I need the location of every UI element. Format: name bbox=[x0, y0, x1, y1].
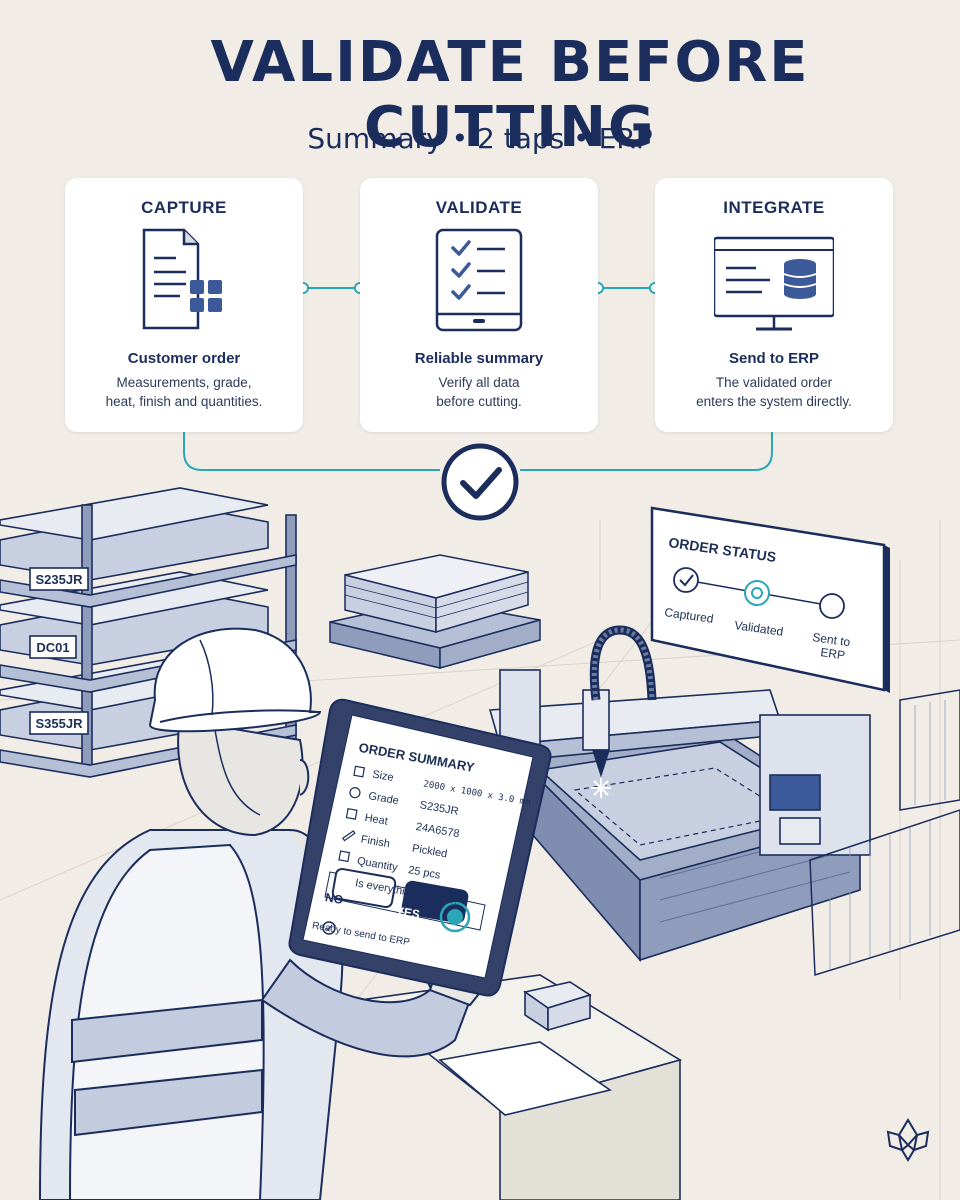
step-heading: INTEGRATE bbox=[723, 198, 825, 217]
laser-cutter bbox=[488, 625, 871, 963]
grade-icon bbox=[349, 787, 361, 799]
status-sent-to: Sent to bbox=[812, 630, 852, 649]
document-grid-icon bbox=[142, 228, 222, 330]
summary-row-label: Grade bbox=[368, 790, 400, 807]
workstation-desk bbox=[116, 974, 682, 1200]
safety-fence bbox=[809, 689, 960, 977]
step-description: The validated order enters the system di… bbox=[696, 375, 852, 409]
sheet-pallet bbox=[329, 554, 541, 669]
summary-row-label: Heat bbox=[364, 812, 389, 828]
step-heading: VALIDATE bbox=[435, 198, 523, 217]
page-title: VALIDATE BEFORE CUTTING bbox=[210, 30, 810, 160]
validated-check-icon bbox=[441, 443, 519, 521]
brand-logo-icon bbox=[886, 1118, 930, 1162]
shelf-label: DC01 bbox=[36, 640, 69, 655]
page-subtitle: Summary • 2 taps • ERP bbox=[307, 122, 653, 155]
step-card-integrate: INTEGRATE Send to ERP The validated orde… bbox=[655, 178, 893, 432]
shelf-label: S355JR bbox=[36, 716, 84, 731]
step-description: Verify all data before cutting. bbox=[436, 375, 522, 409]
checklist-tablet-icon bbox=[435, 228, 523, 332]
summary-row-icons bbox=[338, 765, 366, 863]
heat-icon bbox=[345, 808, 358, 820]
monitor-database-icon bbox=[714, 236, 834, 331]
step-description: Measurements, grade, heat, finish and qu… bbox=[105, 375, 263, 409]
quantity-icon bbox=[338, 850, 351, 863]
step-subtitle: Customer order bbox=[127, 350, 241, 367]
step-card-capture: CAPTURE Customer order Measurements, gra… bbox=[65, 178, 303, 432]
summary-row-value: 25 pcs bbox=[407, 864, 441, 882]
summary-row-label: Finish bbox=[360, 833, 391, 850]
finish-icon bbox=[341, 830, 356, 842]
step-heading: CAPTURE bbox=[141, 198, 227, 217]
no-button[interactable]: NO bbox=[324, 890, 344, 907]
status-validated: Validated bbox=[734, 618, 785, 639]
worker bbox=[38, 627, 488, 1200]
step-subtitle: Reliable summary bbox=[414, 350, 544, 367]
status-captured: Captured bbox=[664, 605, 715, 626]
laser-spark bbox=[591, 778, 611, 798]
yes-button[interactable]: YES bbox=[395, 904, 421, 922]
size-icon bbox=[353, 765, 366, 778]
step-card-validate: VALIDATE Reliable summary Verify all dat… bbox=[360, 178, 598, 432]
summary-row-label: Size bbox=[371, 768, 394, 784]
order-status-board bbox=[650, 506, 890, 693]
shelf-label: S235JR bbox=[36, 572, 84, 587]
status-erp: ERP bbox=[820, 645, 846, 662]
step-subtitle: Send to ERP bbox=[728, 350, 819, 367]
